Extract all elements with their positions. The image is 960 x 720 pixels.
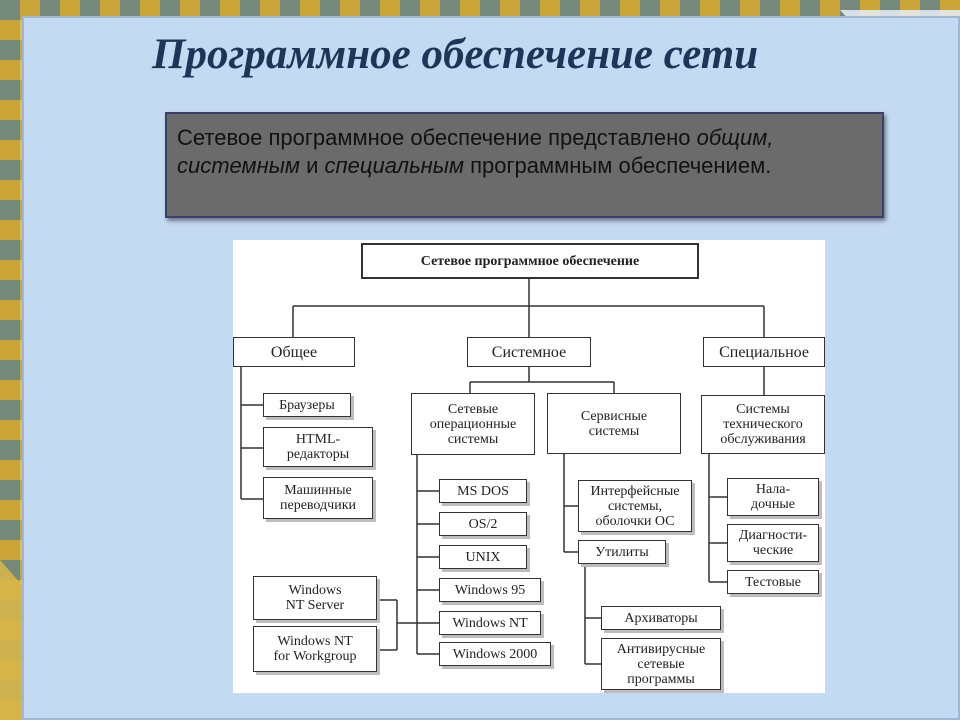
general-node: Общее bbox=[233, 337, 355, 367]
general-item-html-editors: HTML- редакторы bbox=[263, 427, 373, 467]
utility-item-antivirus: Антивирусные сетевые программы bbox=[601, 638, 721, 690]
software-tree-diagram: Сетевое программное обеспечение Общее Си… bbox=[233, 240, 825, 693]
tech-item-diagnostic: Диагности- ческие bbox=[727, 524, 819, 562]
net-os-node: Сетевые операционные системы bbox=[411, 393, 535, 455]
general-item-translators: Машинные переводчики bbox=[263, 477, 373, 519]
intro-part3: программным обеспечением. bbox=[464, 153, 771, 178]
utility-item-archivers: Архиваторы bbox=[601, 606, 721, 630]
net-os-item-win95: Windows 95 bbox=[439, 578, 541, 602]
service-item-utilities: Утилиты bbox=[578, 540, 666, 564]
slide-title: Программное обеспечение сети bbox=[152, 30, 758, 79]
windows-nt-workgroup-node: Windows NT for Workgroup bbox=[253, 626, 377, 672]
service-systems-node: Сервисные системы bbox=[547, 393, 681, 454]
intro-text: Сетевое программное обеспечение представ… bbox=[177, 124, 877, 180]
tech-maintenance-node: Системы технического обслуживания bbox=[701, 395, 825, 454]
intro-italic2: специальным bbox=[325, 153, 465, 178]
intro-box: Сетевое программное обеспечение представ… bbox=[165, 112, 884, 218]
service-item-interfaces: Интерфейсные системы, оболочки ОС bbox=[578, 480, 692, 532]
net-os-item-winnt: Windows NT bbox=[439, 611, 541, 635]
system-node: Системное bbox=[467, 337, 591, 367]
intro-part2: и bbox=[300, 153, 325, 178]
net-os-item-os2: OS/2 bbox=[439, 512, 527, 536]
net-os-item-unix: UNIX bbox=[439, 545, 527, 569]
windows-nt-server-node: Windows NT Server bbox=[253, 576, 377, 620]
tech-item-debugging: Нала- дочные bbox=[727, 478, 819, 516]
intro-part1: Сетевое программное обеспечение представ… bbox=[177, 125, 697, 150]
root-node: Сетевое программное обеспечение bbox=[361, 243, 699, 279]
tech-item-testing: Тестовые bbox=[727, 570, 819, 594]
general-item-browsers: Браузеры bbox=[263, 393, 351, 417]
net-os-item-win2000: Windows 2000 bbox=[439, 642, 551, 666]
special-node: Специальное bbox=[703, 337, 825, 367]
net-os-item-msdos: MS DOS bbox=[439, 479, 527, 503]
